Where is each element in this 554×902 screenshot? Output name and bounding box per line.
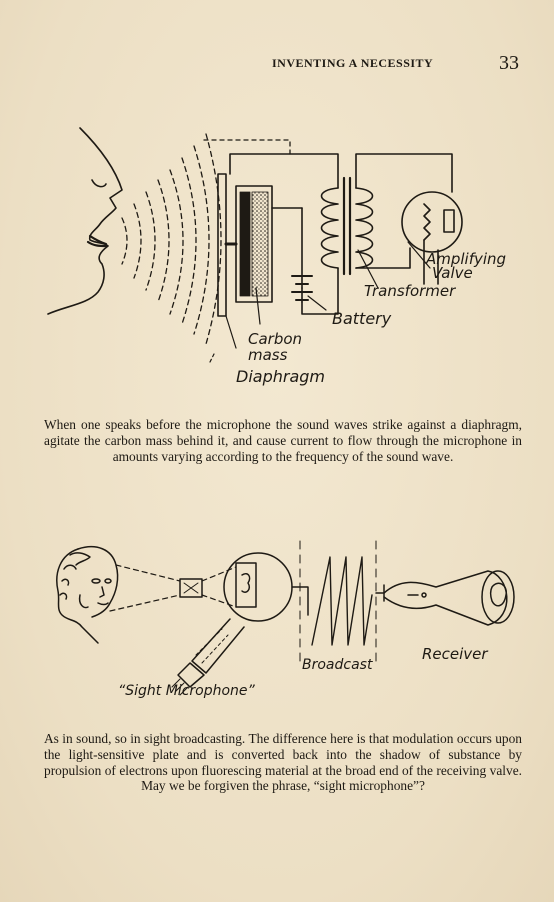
label-battery: Battery	[332, 309, 392, 328]
diaphragm-plate	[217, 173, 227, 317]
label-transformer: Transformer	[364, 282, 456, 300]
running-head: INVENTING A NECESSITY	[272, 56, 434, 70]
battery	[291, 275, 313, 301]
label-amplifying: Amplifying	[425, 250, 506, 268]
microphone-diagram: Amplifying Valve Transformer Battery Car…	[40, 118, 530, 398]
label-carbon: Carbon	[248, 330, 302, 348]
label-valve: Valve	[432, 264, 473, 282]
label-diaphragm: Diaphragm	[236, 367, 325, 386]
sound-waves	[121, 133, 222, 345]
label-mass: mass	[248, 346, 288, 364]
circuit-wire	[229, 153, 339, 189]
carbon-mass	[239, 191, 269, 297]
woman-portrait	[56, 545, 119, 644]
broadcast-waves	[299, 540, 377, 668]
nostril	[91, 179, 107, 188]
page-number: 33	[499, 52, 519, 74]
sight-broadcast-diagram: Broadcast Receiver “Sight Microphone”	[40, 535, 540, 705]
label-sight-microphone: “Sight Microphone”	[118, 683, 256, 699]
lens	[179, 578, 203, 598]
transformer	[320, 176, 374, 276]
face-profile	[47, 127, 123, 315]
lips	[86, 234, 108, 248]
label-broadcast: Broadcast	[302, 657, 373, 673]
camera-tube	[171, 552, 293, 696]
receiver-tube	[375, 570, 515, 626]
page-header: INVENTING A NECESSITY 33	[0, 52, 554, 76]
caption-sight-broadcasting: As in sound, so in sight broadcasting. T…	[44, 731, 522, 794]
caption-microphone: When one speaks before the microphone th…	[44, 417, 522, 464]
label-receiver: Receiver	[422, 645, 488, 663]
amplifying-valve	[401, 191, 463, 285]
